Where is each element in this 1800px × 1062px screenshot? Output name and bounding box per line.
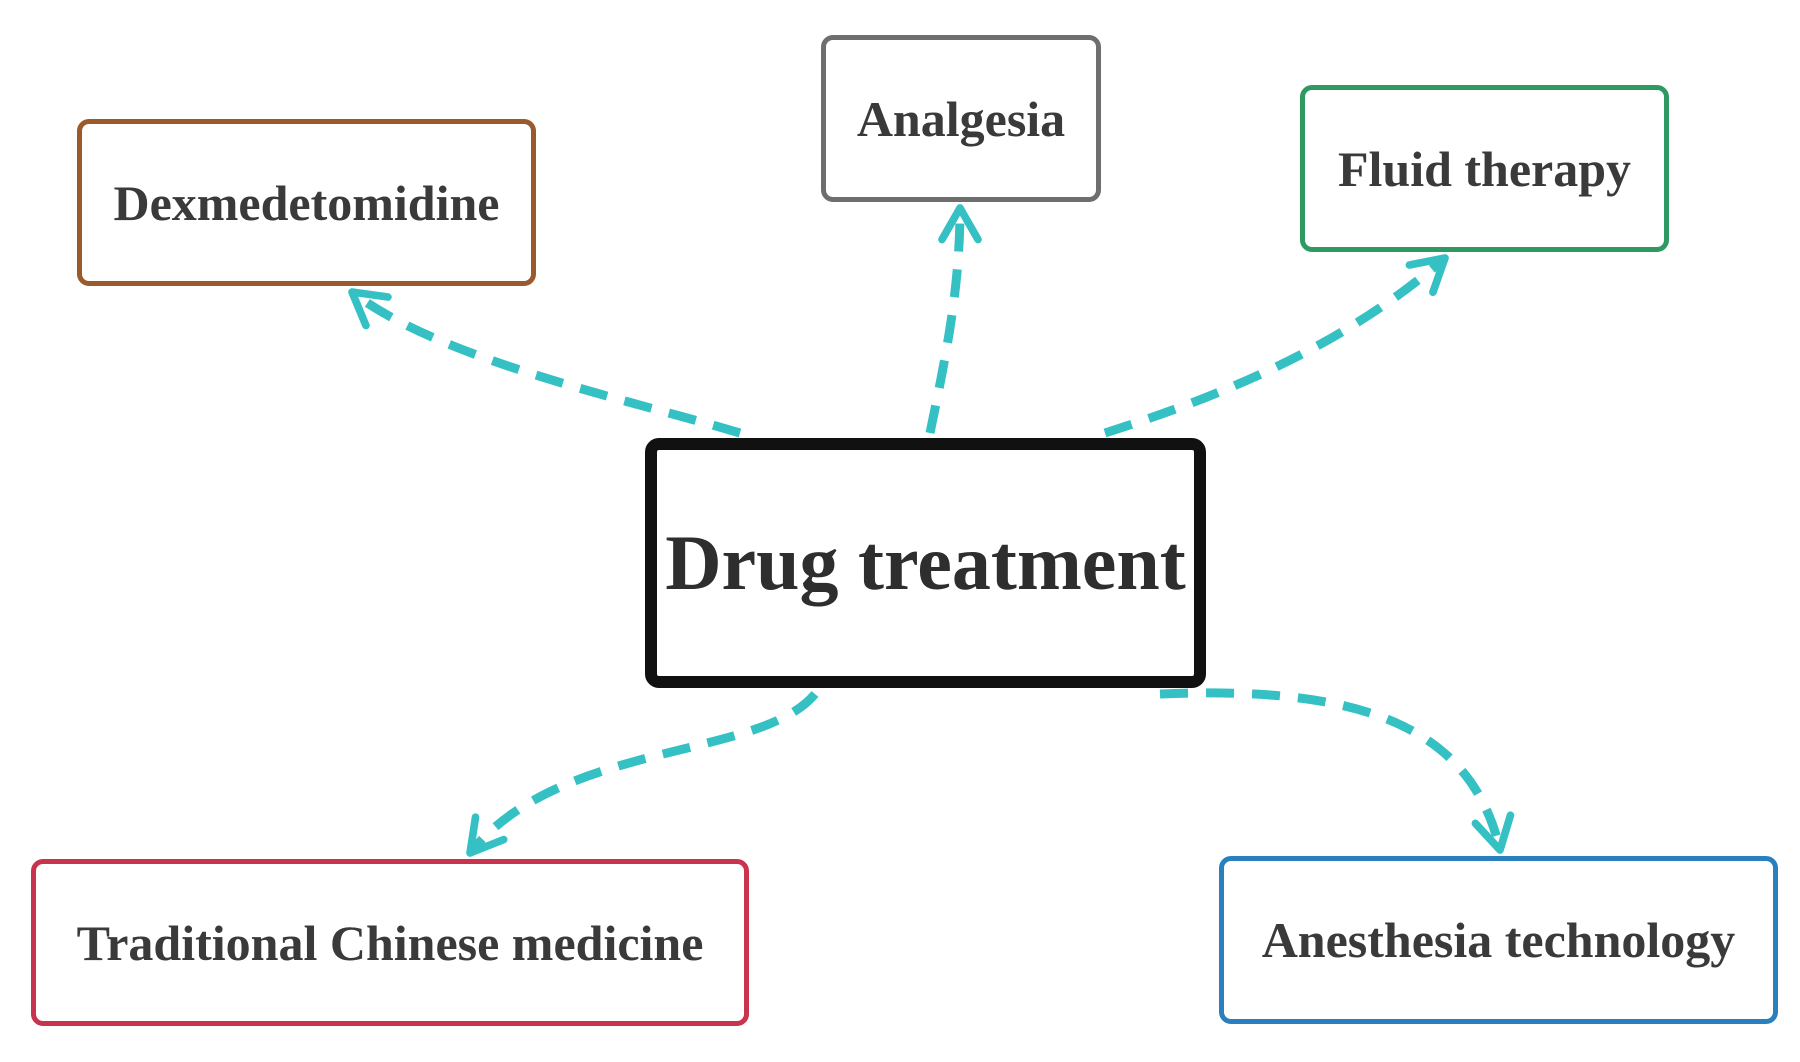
edge-to-dexmedetomidine [348, 288, 742, 438]
node-dexmedetomidine: Dexmedetomidine [77, 119, 536, 286]
edge-to-traditional-chinese-medicine [466, 691, 819, 857]
node-anesthesia-technology: Anesthesia technology [1219, 856, 1778, 1024]
edge-to-fluid-therapy [1103, 254, 1449, 438]
node-fluid-therapy: Fluid therapy [1300, 85, 1669, 252]
node-analgesia: Analgesia [821, 35, 1101, 202]
node-traditional-chinese-medicine: Traditional Chinese medicine [31, 859, 749, 1026]
node-drug-treatment: Drug treatment [645, 438, 1206, 688]
edge-to-analgesia [925, 204, 982, 434]
edge-to-anesthesia-technology [1159, 688, 1515, 854]
